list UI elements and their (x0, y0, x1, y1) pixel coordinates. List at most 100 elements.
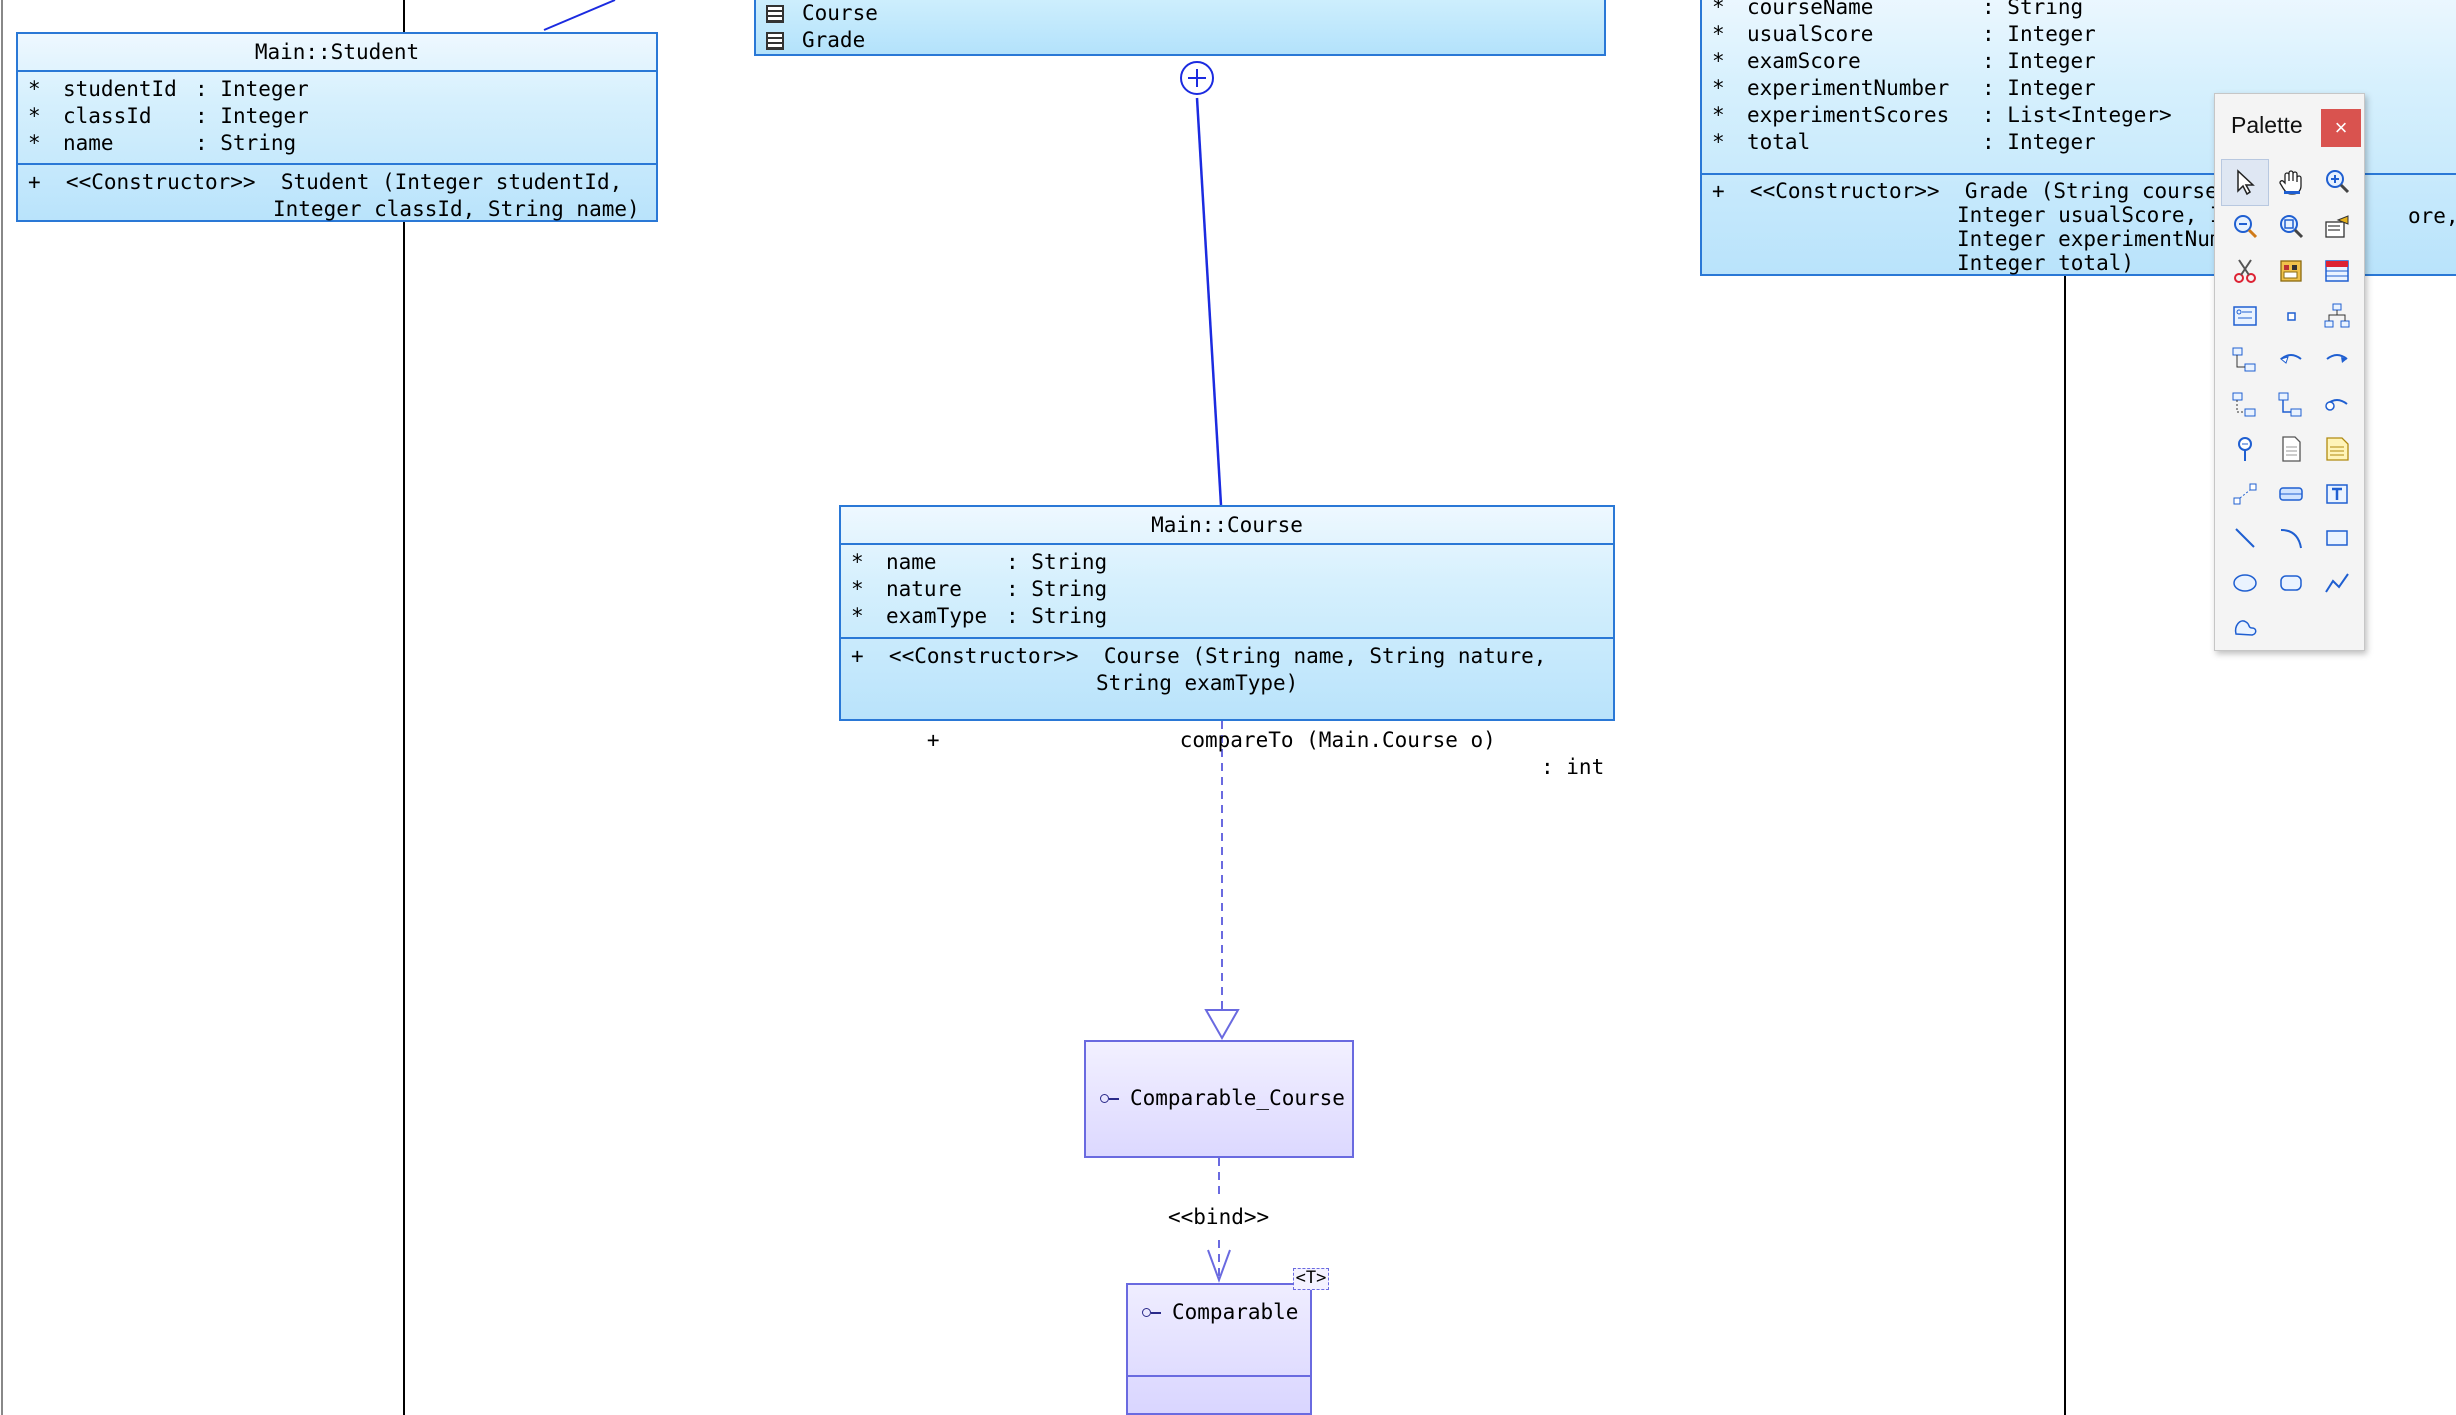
class-title: Main::Student (18, 34, 656, 72)
connector-tool[interactable] (2222, 472, 2268, 517)
pin-icon (2238, 437, 2252, 462)
polyline-icon (2325, 573, 2349, 593)
association-tool[interactable] (2268, 338, 2314, 383)
bind-stereotype-label: <<bind>> (1168, 1205, 1270, 1229)
attribute-row[interactable]: *classId: Integer (28, 104, 309, 128)
note-tool[interactable] (2268, 427, 2314, 472)
zoom-in-icon (2326, 170, 2350, 194)
text-box-tool[interactable] (2314, 472, 2360, 517)
arc-tool[interactable] (2268, 516, 2314, 561)
comparable-course-interface[interactable]: Comparable_Course (1084, 1040, 1354, 1158)
operation-compartment[interactable]: + <<Constructor>> Course (String name, S… (841, 639, 1613, 812)
attribute-row[interactable]: *studentId: Integer (28, 77, 309, 101)
interface-label: Comparable (1142, 1300, 1298, 1324)
attribute-compartment[interactable]: *studentId: Integer *classId: Integer *n… (18, 72, 656, 165)
operation-overflow-text: ore, (2408, 204, 2456, 228)
attribute-row[interactable]: *experimentNumber: Integer (1712, 76, 2096, 100)
operation-row-continued: Integer classId, String name) (273, 197, 640, 221)
aggregation-icon (2326, 354, 2348, 364)
interface-icon (1100, 1093, 1119, 1103)
package-tool[interactable] (2268, 249, 2314, 294)
arrow-cursor-icon (2237, 169, 2255, 196)
comparable-interface[interactable]: Comparable (1126, 1283, 1312, 1415)
properties-tool[interactable] (2314, 205, 2360, 250)
palette-tool-grid (2221, 159, 2362, 650)
attribute-row[interactable]: *examScore: Integer (1712, 49, 2096, 73)
rounded-rectangle-tool[interactable] (2268, 561, 2314, 606)
dependency-tool[interactable] (2268, 383, 2314, 428)
ellipse-tool[interactable] (2222, 561, 2268, 606)
class-icon (2325, 260, 2349, 282)
text-note-tool[interactable] (2314, 427, 2360, 472)
scissors-icon (2234, 259, 2256, 284)
attribute-row[interactable]: *nature: String (851, 577, 1108, 601)
realization-tool[interactable] (2222, 383, 2268, 428)
attribute-row[interactable]: *usualScore: Integer (1712, 22, 2096, 46)
course-class[interactable]: Main::Course *name: String *nature: Stri… (839, 505, 1615, 779)
zoom-out-icon (2234, 214, 2258, 238)
association-line-fragment[interactable] (543, 0, 616, 31)
interface-tool[interactable] (2222, 294, 2268, 339)
attribute-compartment[interactable]: *name: String *nature: String *examType:… (841, 545, 1613, 639)
realization-arrow-icon (1204, 1009, 1240, 1041)
bind-arrow-icon (1207, 1249, 1231, 1283)
operation-row-continued: Integer total) (1957, 251, 2135, 275)
line-icon (2235, 528, 2255, 548)
zoom-out-tool[interactable] (2222, 205, 2268, 250)
freeform-tool[interactable] (2222, 605, 2268, 650)
package-contents-fragment[interactable]: Course Grade (754, 0, 1606, 56)
containment-line[interactable] (1195, 97, 1223, 506)
frame-tool[interactable] (2268, 472, 2314, 517)
attribute-row[interactable]: *total: Integer (1712, 130, 2096, 154)
student-class[interactable]: Main::Student *studentId: Integer *class… (16, 32, 658, 222)
attribute-row[interactable]: *name: String (851, 550, 1108, 574)
hand-icon (2279, 170, 2302, 195)
attribute-row[interactable]: *name: String (28, 131, 297, 155)
operation-row[interactable]: + <<Constructor>> Course (String name, S… (851, 644, 1547, 668)
generalization-tool[interactable] (2222, 338, 2268, 383)
palette-title: Palette (2231, 112, 2303, 138)
polyline-tool[interactable] (2314, 561, 2360, 606)
hierarchy-tool[interactable] (2314, 294, 2360, 339)
interface-label: Comparable_Course (1100, 1086, 1345, 1110)
attribute-compartment[interactable]: *courseName: String *usualScore: Integer… (1702, 0, 2456, 175)
operation-row[interactable]: + compareTo (Main.Course o) : int (926, 728, 1605, 779)
operation-compartment[interactable]: + <<Constructor>> Student (Integer stude… (18, 165, 656, 227)
palette-header[interactable]: Palette × (2215, 94, 2364, 156)
package-item[interactable]: Grade (766, 27, 1594, 54)
connector-icon (2233, 483, 2257, 505)
interface-box-icon (2233, 306, 2257, 326)
palette-close-button[interactable]: × (2321, 109, 2361, 147)
arc-icon (2280, 529, 2302, 549)
class-title: Main::Course (841, 507, 1613, 545)
pin-tool[interactable] (2222, 427, 2268, 472)
containment-circle-icon (1180, 61, 1214, 95)
package-icon (2280, 260, 2302, 282)
zoom-fit-icon (2280, 214, 2304, 238)
hand-tool[interactable] (2268, 160, 2314, 205)
attribute-row[interactable]: *experimentScores: List<Integer> (1712, 103, 2172, 127)
port-icon (2287, 312, 2296, 321)
line-tool[interactable] (2222, 516, 2268, 561)
aggregation-tool[interactable] (2314, 338, 2360, 383)
template-parameter-box[interactable]: <T> (1293, 1268, 1329, 1290)
zoom-fit-tool[interactable] (2268, 205, 2314, 250)
text-note-icon (2326, 437, 2349, 461)
class-list-icon (766, 31, 784, 50)
operation-row[interactable]: + <<Constructor>> Student (Integer stude… (28, 170, 623, 194)
rectangle-tool[interactable] (2314, 516, 2360, 561)
operation-row[interactable]: + <<Constructor>> Grade (String courseNa… (1712, 179, 2256, 203)
interface-divider (1128, 1375, 1310, 1377)
palette-panel[interactable]: Palette × (2214, 93, 2365, 651)
port-tool[interactable] (2268, 294, 2314, 339)
select-tool[interactable] (2221, 159, 2269, 206)
attribute-row[interactable]: *courseName: String (1712, 0, 2084, 19)
attribute-row[interactable]: *examType: String (851, 604, 1108, 628)
zoom-in-tool[interactable] (2314, 160, 2360, 205)
class-tool[interactable] (2314, 249, 2360, 294)
rectangle-icon (2326, 530, 2348, 546)
package-item[interactable]: Course (766, 0, 1594, 27)
cut-tool[interactable] (2222, 249, 2268, 294)
composition-tool[interactable] (2314, 383, 2360, 428)
